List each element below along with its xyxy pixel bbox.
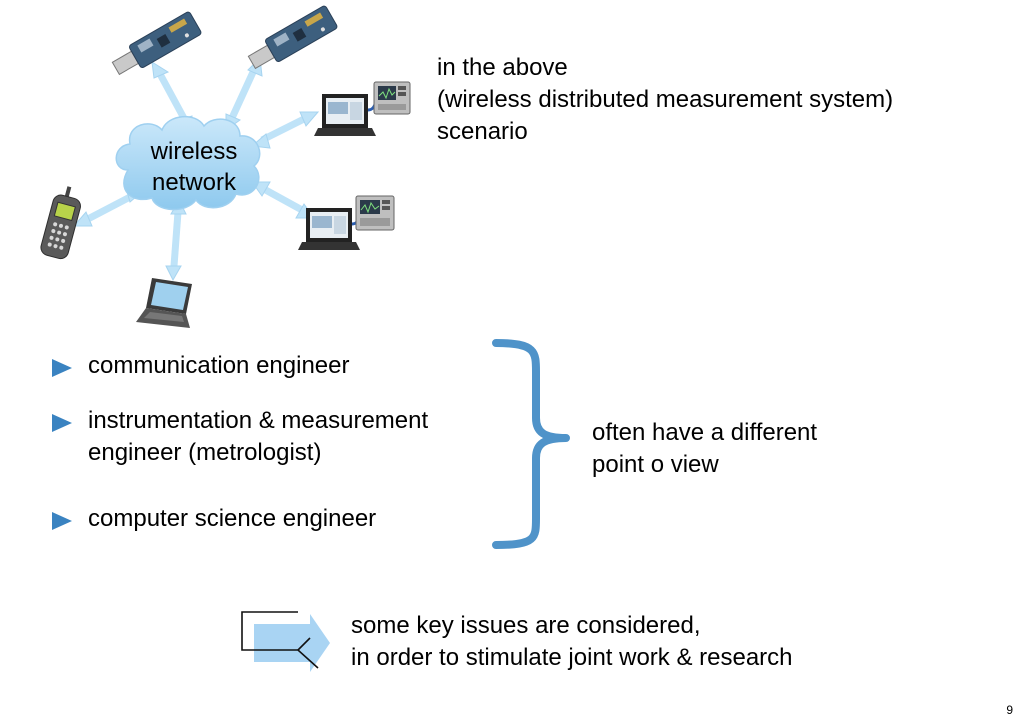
scenario-text: in the above (wireless distributed measu… (437, 52, 893, 148)
bullet-text: computer science engineer (88, 505, 377, 532)
cloud-label: wireless network (118, 136, 270, 198)
brace-annotation-line: often have a different (592, 419, 818, 446)
bullet-triangle-icon (52, 512, 72, 530)
page-number: 9 (1006, 703, 1013, 717)
laptop-icon (136, 278, 192, 328)
conclusion-line: in order to stimulate joint work & resea… (351, 644, 793, 671)
right-arrow-icon (241, 611, 330, 672)
arrow-to-usb-node-2 (225, 56, 263, 131)
arrow-to-laptop-3 (165, 198, 187, 282)
scenario-line: in the above (437, 54, 568, 81)
connection-arrows (72, 56, 320, 282)
laptop-with-instrument-icon (298, 195, 395, 250)
bullet-triangle-icon (52, 359, 72, 377)
cloud-label-line: network (151, 169, 237, 196)
laptop-with-instrument-icon (314, 81, 411, 136)
curly-brace (492, 339, 570, 549)
bullet-text: engineer (metrologist) (88, 439, 322, 466)
cloud-label-line: wireless (150, 138, 238, 165)
wireless-network-cloud (115, 116, 261, 211)
conclusion-line: some key issues are considered, (351, 612, 701, 639)
scenario-line: scenario (437, 118, 528, 145)
bullet-text: communication engineer (88, 352, 350, 379)
usb-sensor-node-icon (111, 11, 202, 76)
bullet-triangle-icon (52, 414, 72, 432)
brace-annotation: often have a different point o view (592, 417, 817, 481)
bullet-text: instrumentation & measurement (88, 407, 429, 434)
mobile-phone-icon (40, 186, 81, 260)
conclusion-text: some key issues are considered, in order… (351, 610, 793, 674)
scenario-line: (wireless distributed measurement system… (437, 86, 894, 113)
brace-annotation-line: point o view (592, 451, 719, 478)
usb-sensor-node-icon (247, 5, 338, 70)
